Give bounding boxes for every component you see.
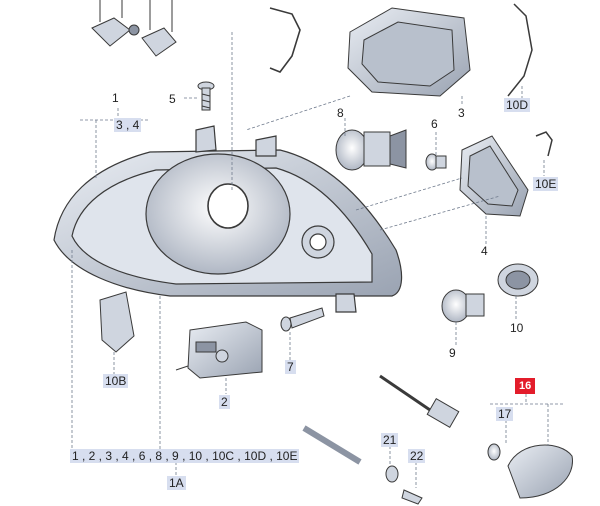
label-5: 5 <box>169 92 176 106</box>
label-8: 8 <box>337 106 344 120</box>
cable-assembly <box>302 374 460 465</box>
housing-cap-3 <box>347 7 471 97</box>
label-9: 9 <box>449 346 456 360</box>
label-1: 1 <box>112 91 119 105</box>
label-3-4: 3 , 4 <box>114 118 142 132</box>
label-2: 2 <box>219 395 230 409</box>
label-21: 21 <box>381 433 399 447</box>
headlight-housing <box>53 125 403 313</box>
label-22: 22 <box>408 449 426 463</box>
level-motor-2 <box>175 321 263 379</box>
label-16-highlight: 16 <box>515 378 536 394</box>
spring-clip-10d <box>507 3 533 97</box>
label-10b: 10B <box>103 374 129 388</box>
label-6: 6 <box>431 117 438 131</box>
screw-7 <box>280 307 325 332</box>
spring-clip-10e <box>535 131 553 157</box>
label-3: 3 <box>458 106 465 120</box>
bulb-small-6 <box>425 153 447 171</box>
label-17: 17 <box>496 407 514 421</box>
label-10: 10 <box>510 321 524 335</box>
housing-cap-4 <box>459 135 529 217</box>
bulb-h4-8 <box>335 129 407 171</box>
bracket-set-top-left <box>91 0 177 57</box>
wire-clip-top <box>269 7 301 73</box>
side-marker-lamp <box>487 443 573 499</box>
label-10e: 10E <box>533 177 559 191</box>
label-7: 7 <box>285 360 296 374</box>
socket-10 <box>497 263 539 297</box>
label-10d: 10D <box>504 98 531 112</box>
clip-10b <box>99 291 135 353</box>
label-4: 4 <box>481 244 488 258</box>
bulb-9 <box>441 289 485 323</box>
label-1a: 1A <box>167 476 186 490</box>
screw-5 <box>197 81 215 111</box>
label-1a-list: 1 , 2 , 3 , 4 , 6 , 8 , 9 , 10 , 10C , 1… <box>70 449 300 463</box>
small-parts-21-22 <box>385 465 423 505</box>
